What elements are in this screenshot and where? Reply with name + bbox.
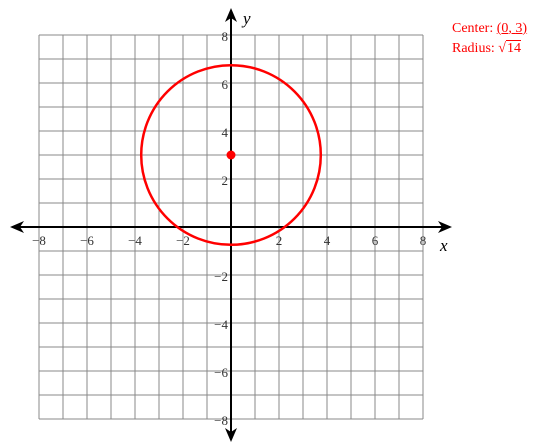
y-tick-label: −4 (214, 317, 228, 332)
x-tick-label: −4 (128, 233, 142, 248)
y-axis-arrow-up (225, 8, 237, 22)
center-y-value: 3 (515, 21, 523, 36)
y-tick-label: −2 (214, 269, 228, 284)
circle-center-point (226, 150, 236, 160)
x-tick-label: 6 (372, 233, 379, 248)
circle-annotation: Center: (0, 3) Radius: √14 (452, 19, 527, 59)
center-value: (0, 3) (497, 21, 527, 36)
center-annotation: Center: (0, 3) (452, 19, 527, 39)
x-tick-label: 4 (324, 233, 331, 248)
y-tick-labels: 8 6 4 2 −2 −4 −6 −8 (214, 29, 228, 428)
y-tick-label: −8 (214, 413, 228, 428)
sqrt-symbol: √ (498, 41, 506, 56)
y-axis-label: y (241, 9, 251, 28)
axes (10, 8, 452, 442)
center-open-paren: ( (496, 21, 502, 36)
x-tick-label: 8 (420, 233, 427, 248)
y-tick-label: 8 (222, 29, 229, 44)
x-tick-label: −8 (32, 233, 46, 248)
radius-label: Radius: (452, 41, 495, 56)
x-axis-label: x (439, 236, 448, 255)
x-axis-arrow-left (10, 221, 24, 233)
center-close-paren: ) (522, 21, 528, 36)
radius-annotation: Radius: √14 (452, 39, 527, 59)
y-tick-label: 4 (222, 125, 229, 140)
circle-curve (139, 63, 323, 247)
center-separator: , (508, 21, 516, 36)
y-tick-label: −6 (214, 365, 228, 380)
x-tick-label: −2 (176, 233, 190, 248)
x-tick-labels: −8 −6 −4 −2 2 4 6 8 (32, 233, 426, 248)
x-axis-arrow-right (438, 221, 452, 233)
x-tick-label: 2 (276, 233, 283, 248)
x-tick-label: −6 (80, 233, 94, 248)
y-tick-label: 6 (222, 77, 229, 92)
center-label: Center: (452, 21, 494, 36)
radius-value: 14 (505, 40, 521, 56)
y-tick-label: 2 (222, 173, 229, 188)
center-x-value: 0 (501, 21, 509, 36)
y-axis-arrow-down (225, 428, 237, 442)
